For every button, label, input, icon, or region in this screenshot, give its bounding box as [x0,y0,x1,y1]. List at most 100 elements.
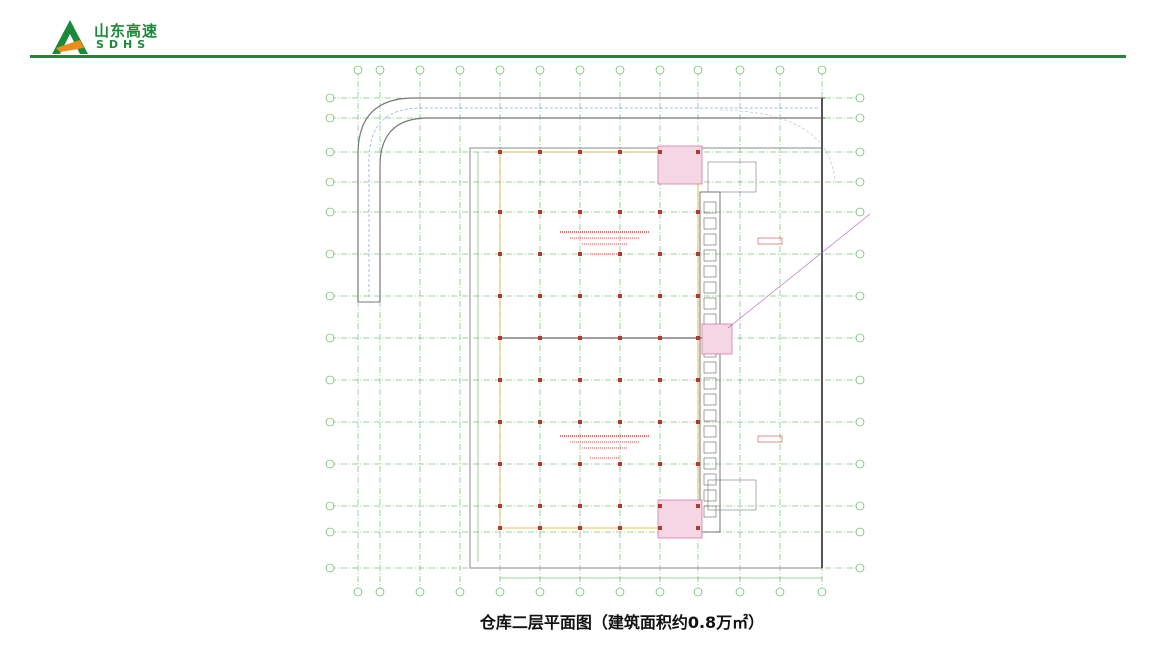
corridor-room [703,441,717,454]
column [618,210,622,214]
column [578,526,582,530]
column [498,150,502,154]
corridor-room [703,409,717,422]
stair-core-middle [701,323,733,355]
grid-bubble-bottom [735,587,745,597]
column [618,504,622,508]
header: 山东高速 SDHS [0,0,1152,60]
corridor-rooms [703,201,717,518]
column [538,252,542,256]
column [658,210,662,214]
column [618,420,622,424]
bay-annotation-south [560,435,650,459]
floor-plan-svg [325,65,891,597]
column [658,420,662,424]
column [618,462,622,466]
column [538,378,542,382]
warehouse-bay-south [499,337,699,529]
diagram-caption: 仓库二层平面图（建筑面积约0.8万㎡） [479,613,765,632]
grid-bubble-left [325,249,335,259]
grid-bubble-top [817,65,827,75]
column [618,150,622,154]
corridor-room [703,313,717,326]
column [498,504,502,508]
grid-bubble-bottom [535,587,545,597]
column [658,150,662,154]
grid-bubble-right [855,249,865,259]
grid-bubble-top [455,65,465,75]
column [538,294,542,298]
ramp-center-line [368,107,820,297]
column [498,252,502,256]
structural-columns [498,150,700,530]
column [538,336,542,340]
corridor-room [703,489,717,502]
grid-bubble-right [855,563,865,573]
column [658,504,662,508]
grid-bubble-left [325,563,335,573]
grid-bubble-top [775,65,785,75]
grid-bubble-left [325,177,335,187]
column [578,210,582,214]
column [498,526,502,530]
building-outline [469,147,823,569]
column [696,504,700,508]
column [696,526,700,530]
service-room-north [707,161,757,193]
corridor-room [703,505,717,518]
grid-bubble-bottom [455,587,465,597]
grid-bubble-left [325,147,335,157]
corridor-room [703,233,717,246]
corridor-room [703,473,717,486]
grid-bubble-right [855,147,865,157]
corridor-room [703,377,717,390]
grid-bubble-bottom [495,587,505,597]
corridor-room [703,297,717,310]
column [618,336,622,340]
grid-bubble-top [615,65,625,75]
grid-bubble-top [495,65,505,75]
grid-lines-horizontal [330,97,860,569]
grid-bubble-left [325,333,335,343]
header-divider [30,55,1126,58]
grid-bubble-left [325,527,335,537]
grid-bubble-left [325,207,335,217]
ramp-inner-edge [379,117,825,302]
grid-bubble-bottom [775,587,785,597]
corridor-room [703,201,717,214]
column [696,420,700,424]
column [696,210,700,214]
column [658,252,662,256]
company-logo: 山东高速 SDHS [50,18,160,56]
grid-bubble-left [325,459,335,469]
grid-bubble-top [693,65,703,75]
column [696,252,700,256]
floor-plan-drawing [320,62,891,600]
column [658,462,662,466]
column [658,294,662,298]
grid-bubble-right [855,501,865,511]
grid-bubble-bottom [375,587,385,597]
grid-bubble-right [855,417,865,427]
column [538,420,542,424]
stair-core-south [657,499,703,539]
canopy-arc [719,109,836,183]
column [658,526,662,530]
grid-bubble-right [855,333,865,343]
grid-bubble-top [735,65,745,75]
grid-bubble-bottom [655,587,665,597]
column [498,210,502,214]
column [538,150,542,154]
grid-bubbles [325,65,865,597]
column [498,378,502,382]
dock-annotation-east [757,237,783,443]
column [578,462,582,466]
service-room-south [707,479,757,511]
column [578,150,582,154]
logo-name-cn: 山东高速 [94,22,159,40]
column [618,294,622,298]
grid-bubble-left [325,291,335,301]
grid-bubble-bottom [415,587,425,597]
corridor-room [703,265,717,278]
column [498,462,502,466]
